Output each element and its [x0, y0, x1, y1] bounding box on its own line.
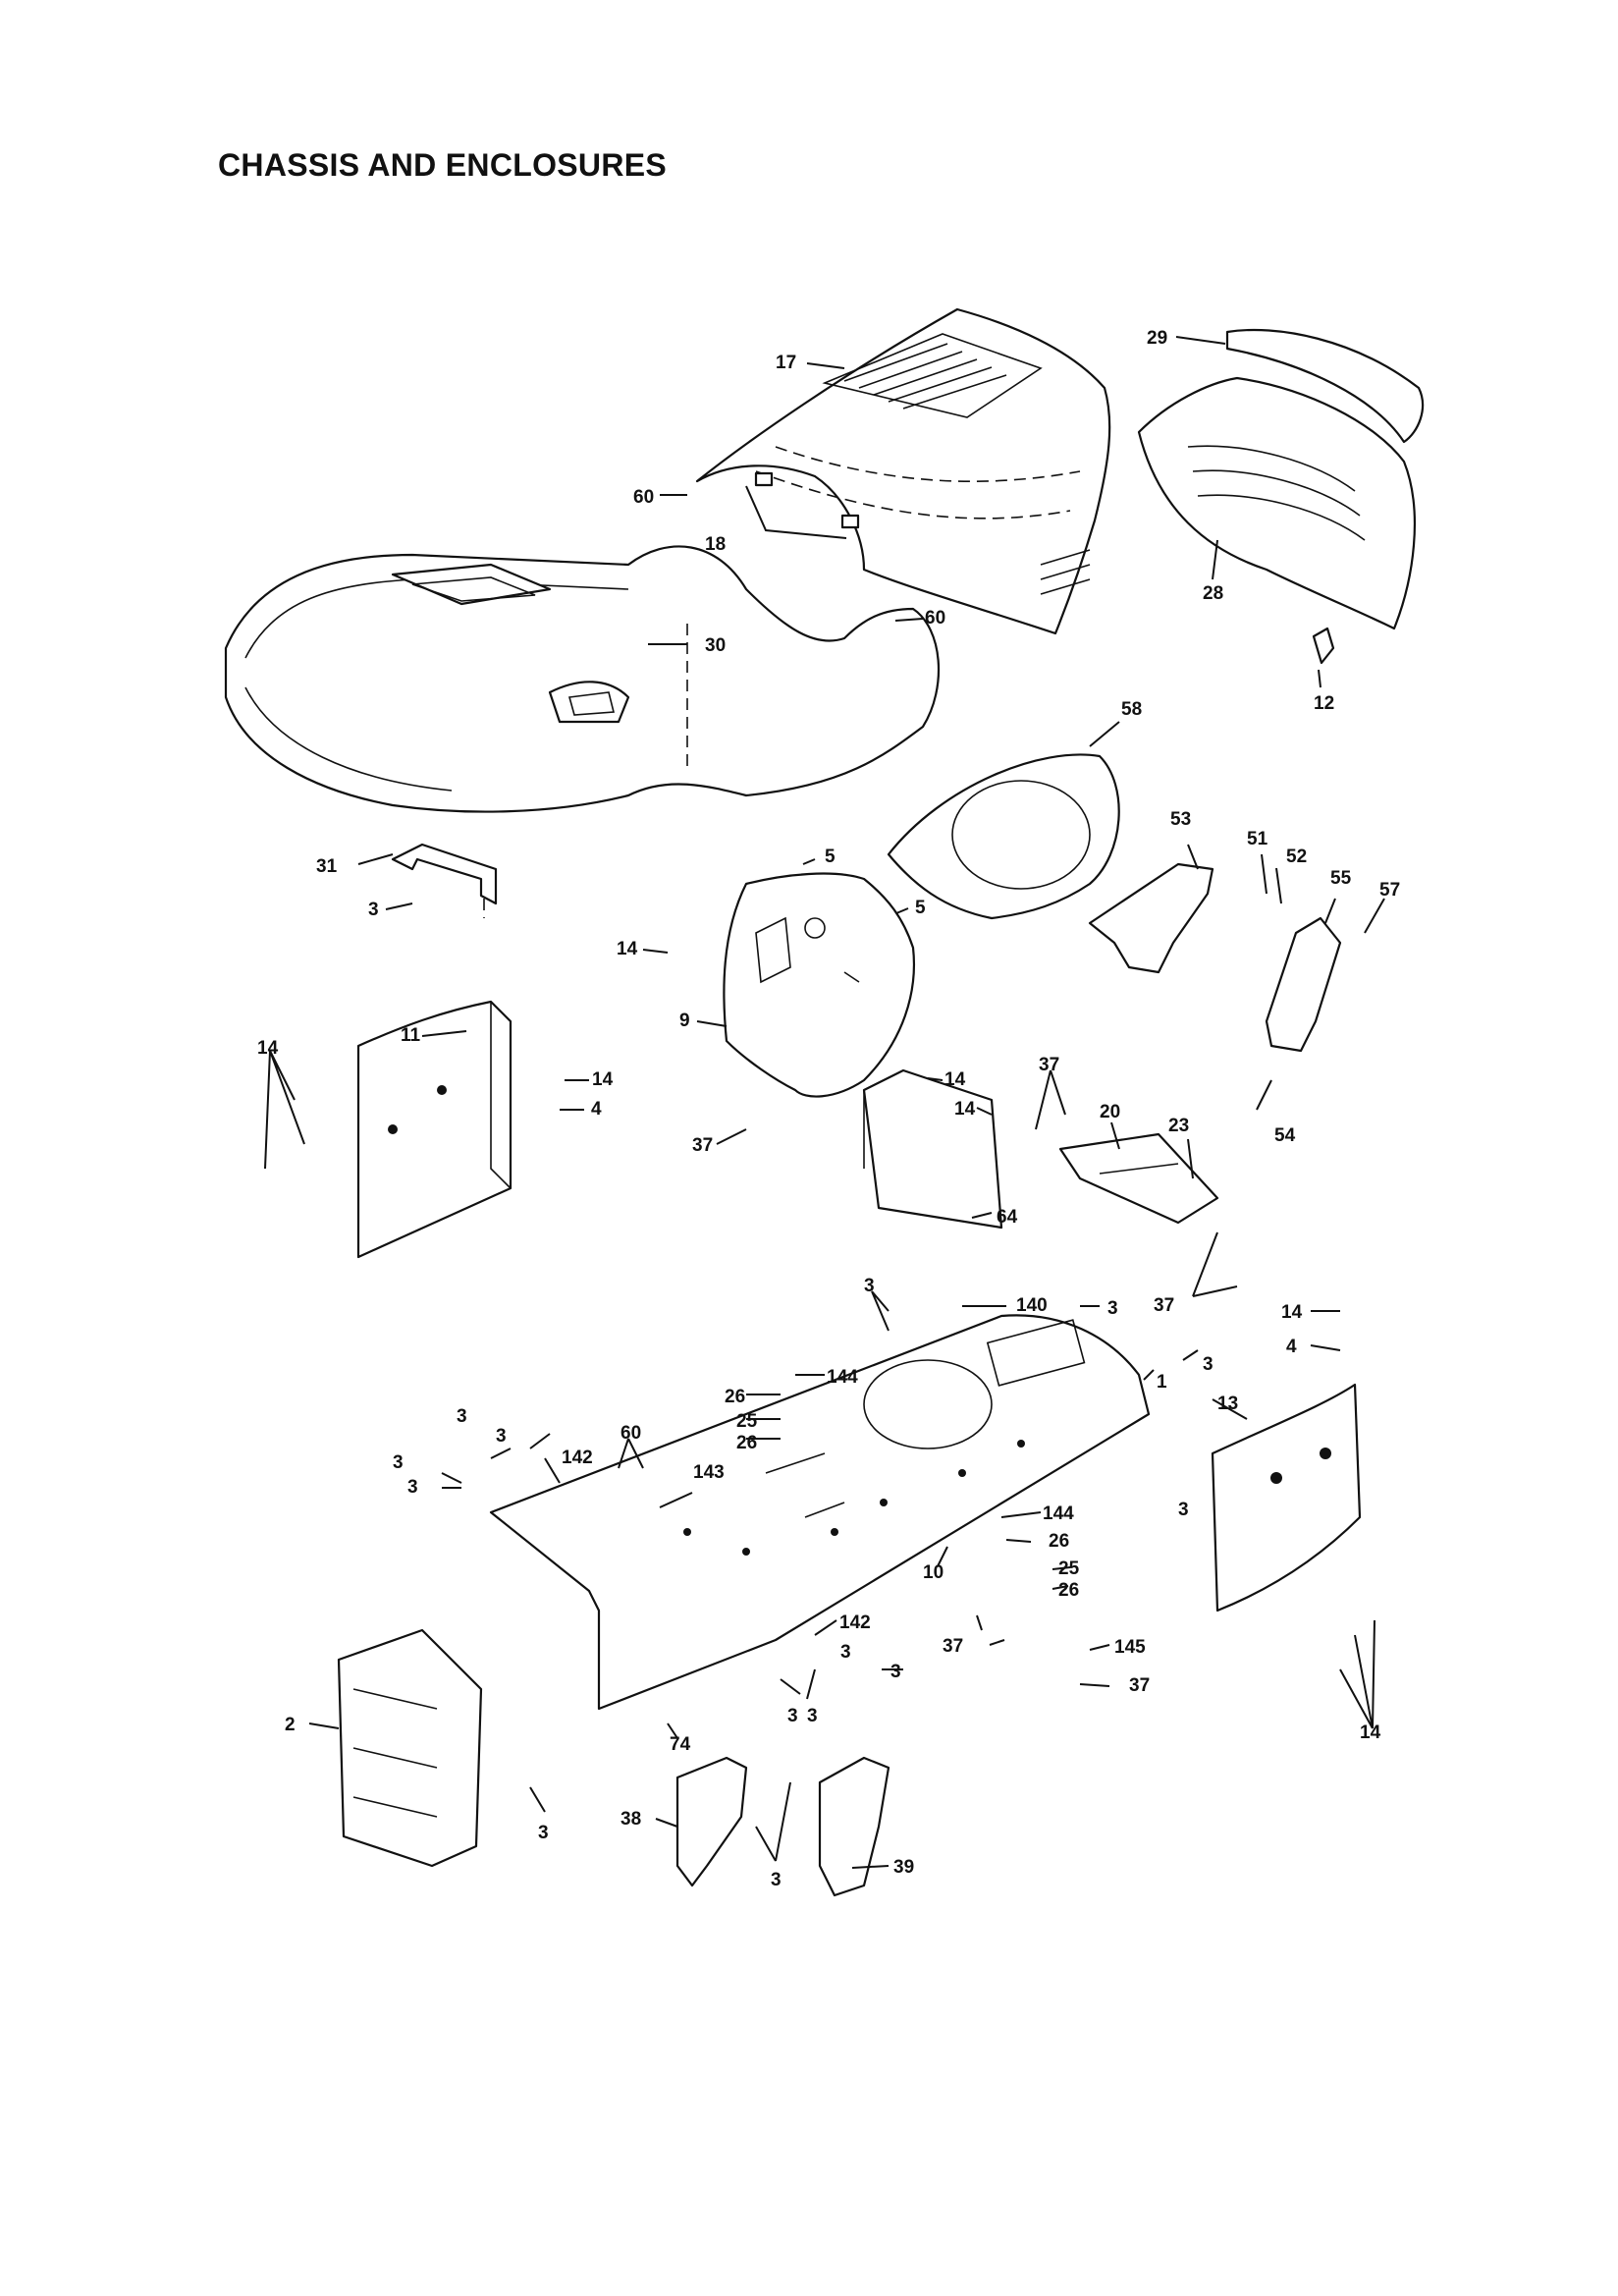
callout-144: 144: [1043, 1503, 1074, 1524]
callout-74: 74: [670, 1734, 691, 1755]
callout-14: 14: [592, 1069, 614, 1090]
callout-5: 5: [915, 898, 926, 918]
callout-18: 18: [705, 534, 726, 555]
callout-38: 38: [620, 1809, 641, 1830]
part-29-grille-top: [1225, 328, 1424, 444]
callout-30: 30: [705, 635, 726, 656]
callout-labels: 17 29 60 18 28 60 30 12 58 53 51 52 55 5…: [257, 328, 1400, 1890]
callout-3: 3: [840, 1642, 851, 1663]
callout-3: 3: [1178, 1500, 1189, 1520]
callout-60: 60: [620, 1423, 641, 1444]
callout-28: 28: [1203, 583, 1223, 604]
callout-3: 3: [890, 1662, 901, 1682]
callout-3: 3: [407, 1477, 418, 1498]
callout-144: 144: [827, 1367, 858, 1388]
callout-57: 57: [1379, 880, 1400, 901]
callout-1: 1: [1157, 1372, 1167, 1393]
callout-26: 26: [736, 1433, 757, 1453]
callout-3: 3: [807, 1706, 818, 1726]
callout-142: 142: [839, 1613, 871, 1633]
part-13-side-panel-right: [1211, 1383, 1362, 1613]
callout-14: 14: [1281, 1302, 1303, 1323]
callout-3: 3: [393, 1452, 404, 1473]
part-28-grille: [1137, 376, 1416, 630]
callout-4: 4: [591, 1099, 602, 1120]
callout-3: 3: [771, 1870, 782, 1890]
callout-14: 14: [1360, 1722, 1381, 1743]
part-30-fender: [224, 545, 941, 813]
callout-37: 37: [1039, 1055, 1059, 1075]
page-title: CHASSIS AND ENCLOSURES: [218, 147, 668, 183]
callout-23: 23: [1168, 1116, 1189, 1136]
callout-54: 54: [1274, 1125, 1296, 1146]
part-2-front-plate: [337, 1628, 483, 1868]
part-53-bracket: [1088, 862, 1214, 974]
part-12-latch: [1312, 627, 1335, 665]
part-18-tab: [754, 471, 860, 529]
callout-143: 143: [693, 1462, 725, 1483]
callout-2: 2: [285, 1715, 296, 1735]
callout-58: 58: [1121, 699, 1142, 720]
callout-3: 3: [368, 900, 379, 920]
callout-3: 3: [864, 1276, 875, 1296]
callout-14: 14: [257, 1038, 279, 1059]
part-17-hood: [695, 307, 1111, 635]
callout-140: 140: [1016, 1295, 1048, 1316]
callout-39: 39: [893, 1857, 914, 1878]
part-11-side-panel-left: [356, 1000, 512, 1259]
callout-64: 64: [997, 1207, 1018, 1228]
callout-60: 60: [633, 487, 654, 508]
callout-37: 37: [1129, 1675, 1150, 1696]
part-58-shroud: [887, 753, 1120, 920]
callout-14: 14: [944, 1069, 966, 1090]
callout-17: 17: [776, 353, 796, 373]
callout-9: 9: [679, 1011, 690, 1031]
part-39-bracket: [818, 1756, 890, 1897]
leader-lines: [264, 336, 1385, 1869]
callout-3: 3: [457, 1406, 467, 1427]
callout-5: 5: [825, 847, 836, 867]
callout-13: 13: [1217, 1394, 1238, 1414]
callout-3: 3: [538, 1823, 549, 1843]
callout-14: 14: [617, 939, 638, 959]
callout-60: 60: [925, 608, 945, 629]
callout-11: 11: [401, 1025, 421, 1046]
part-31-bracket: [391, 843, 498, 918]
callout-3: 3: [787, 1706, 798, 1726]
callout-37: 37: [1154, 1295, 1174, 1316]
callout-26: 26: [1049, 1531, 1069, 1552]
callout-142: 142: [562, 1448, 593, 1468]
callout-10: 10: [923, 1562, 944, 1583]
callout-37: 37: [692, 1135, 713, 1156]
part-38-bracket: [675, 1756, 748, 1887]
callout-53: 53: [1170, 809, 1191, 830]
callout-145: 145: [1114, 1637, 1146, 1658]
part-1-main-frame: [489, 1314, 1151, 1711]
callout-25: 25: [736, 1411, 758, 1432]
callout-3: 3: [1107, 1298, 1118, 1319]
callout-26: 26: [725, 1387, 745, 1407]
part-9-dash: [723, 872, 915, 1098]
part-20-pedal-bracket: [1058, 1132, 1219, 1225]
callout-4: 4: [1286, 1337, 1297, 1357]
callout-52: 52: [1286, 847, 1307, 867]
callout-12: 12: [1314, 693, 1334, 714]
part-64-plate: [862, 1068, 1003, 1230]
callout-55: 55: [1330, 868, 1352, 889]
callout-14: 14: [954, 1099, 976, 1120]
part-55-bracket: [1265, 916, 1342, 1053]
callout-31: 31: [316, 856, 338, 877]
callout-26: 26: [1058, 1580, 1079, 1601]
callout-3: 3: [496, 1426, 507, 1447]
callout-29: 29: [1147, 328, 1167, 349]
callout-20: 20: [1100, 1102, 1120, 1122]
callout-51: 51: [1247, 829, 1268, 849]
callout-37: 37: [943, 1636, 963, 1657]
callout-3: 3: [1203, 1354, 1214, 1375]
callout-25: 25: [1058, 1558, 1080, 1579]
